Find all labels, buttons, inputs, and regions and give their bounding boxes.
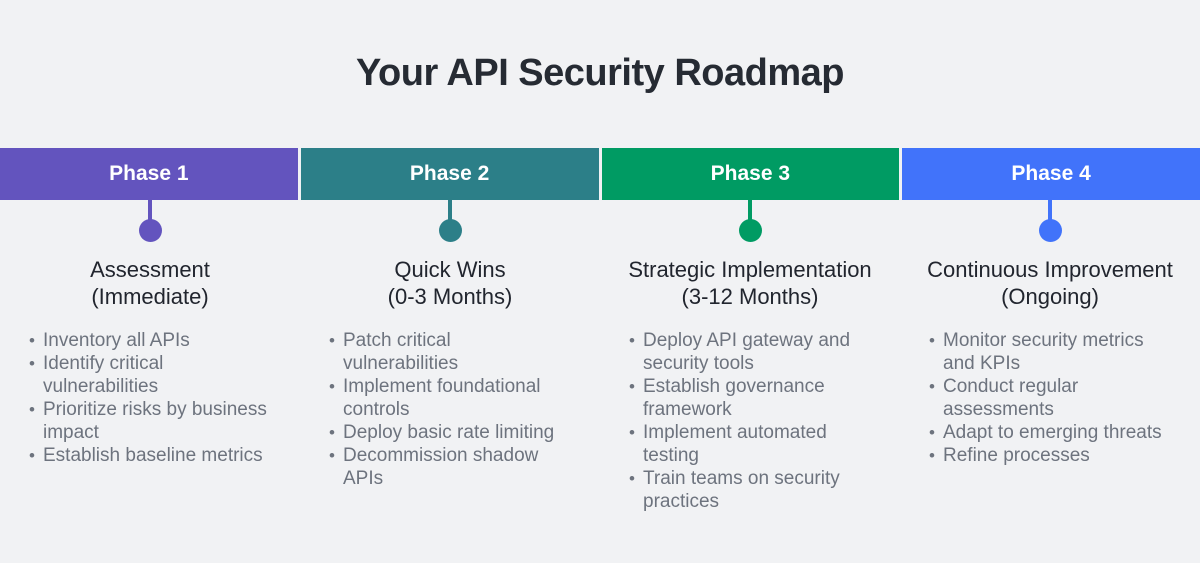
phase-2-bar: Phase 2: [300, 148, 599, 200]
phase-2-connector: [448, 200, 452, 220]
list-item: Establish governance framework: [629, 375, 900, 421]
phase-4-connector: [1048, 200, 1052, 220]
phase-1-bar: Phase 1: [0, 148, 298, 200]
phase-1-label: Phase 1: [109, 162, 189, 185]
phase-1-bullet-list: Inventory all APIs Identify critical vul…: [0, 329, 300, 467]
phase-1-column: Assessment (Immediate) Inventory all API…: [0, 257, 300, 513]
phase-4-bullet-list: Monitor security metrics and KPIs Conduc…: [900, 329, 1200, 467]
list-item: Decommission shadow APIs: [329, 444, 600, 490]
phase-2-dot: [438, 219, 462, 242]
phase-timeline: Phase 1 Phase 2 Phase 3 Phase 4: [0, 148, 1200, 200]
list-item: Establish baseline metrics: [29, 444, 300, 467]
timeline-markers: [0, 200, 1200, 242]
phase-2-timeframe: (0-3 Months): [387, 283, 513, 309]
phase-2-label: Phase 2: [409, 162, 490, 185]
phase-4-dot: [1038, 219, 1062, 242]
list-item: Deploy API gateway and security tools: [629, 329, 900, 375]
phase-4-heading-block: Continuous Improvement (Ongoing): [900, 257, 1200, 310]
list-item: Patch critical vulnerabilities: [329, 329, 600, 375]
phase-2-heading: Quick Wins: [394, 257, 506, 282]
phase-3-bar: Phase 3: [601, 148, 900, 200]
phase-1-heading-block: Assessment (Immediate): [0, 257, 300, 310]
list-item: Adapt to emerging threats: [929, 421, 1200, 444]
list-item: Prioritize risks by business impact: [29, 398, 300, 444]
phase-2-bullet-list: Patch critical vulnerabilities Implement…: [300, 329, 600, 490]
phase-2-heading-block: Quick Wins (0-3 Months): [300, 257, 600, 310]
phase-1-dot: [138, 219, 162, 242]
list-item: Conduct regular assessments: [929, 375, 1200, 421]
list-item: Train teams on security practices: [629, 467, 900, 513]
phase-2-column: Quick Wins (0-3 Months) Patch critical v…: [300, 257, 600, 513]
phase-4-timeframe: (Ongoing): [1001, 283, 1099, 309]
phase-4-marker: [900, 200, 1200, 242]
phase-3-label: Phase 3: [710, 162, 791, 185]
phase-columns: Assessment (Immediate) Inventory all API…: [0, 257, 1200, 513]
phase-4-heading: Continuous Improvement: [927, 257, 1173, 282]
phase-3-dot: [738, 219, 762, 242]
page-title: Your API Security Roadmap: [356, 52, 844, 94]
phase-3-heading-block: Strategic Implementation (3-12 Months): [600, 257, 900, 310]
phase-3-marker: [600, 200, 900, 242]
phase-3-connector: [748, 200, 752, 220]
list-item: Refine processes: [929, 444, 1200, 467]
list-item: Inventory all APIs: [29, 329, 300, 352]
list-item: Implement foundational controls: [329, 375, 600, 421]
phase-2-marker: [300, 200, 600, 242]
phase-3-heading: Strategic Implementation: [628, 257, 872, 282]
phase-1-marker: [0, 200, 300, 242]
list-item: Monitor security metrics and KPIs: [929, 329, 1200, 375]
phase-1-heading: Assessment: [90, 257, 210, 282]
list-item: Deploy basic rate limiting: [329, 421, 600, 444]
phase-3-bullet-list: Deploy API gateway and security tools Es…: [600, 329, 900, 513]
phase-1-connector: [148, 200, 152, 220]
list-item: Implement automated testing: [629, 421, 900, 467]
phase-3-timeframe: (3-12 Months): [681, 283, 819, 309]
phase-1-timeframe: (Immediate): [91, 283, 209, 309]
phase-4-label: Phase 4: [1011, 162, 1091, 185]
phase-4-bar: Phase 4: [902, 148, 1200, 200]
phase-4-column: Continuous Improvement (Ongoing) Monitor…: [900, 257, 1200, 513]
phase-3-column: Strategic Implementation (3-12 Months) D…: [600, 257, 900, 513]
list-item: Identify critical vulnerabilities: [29, 352, 300, 398]
